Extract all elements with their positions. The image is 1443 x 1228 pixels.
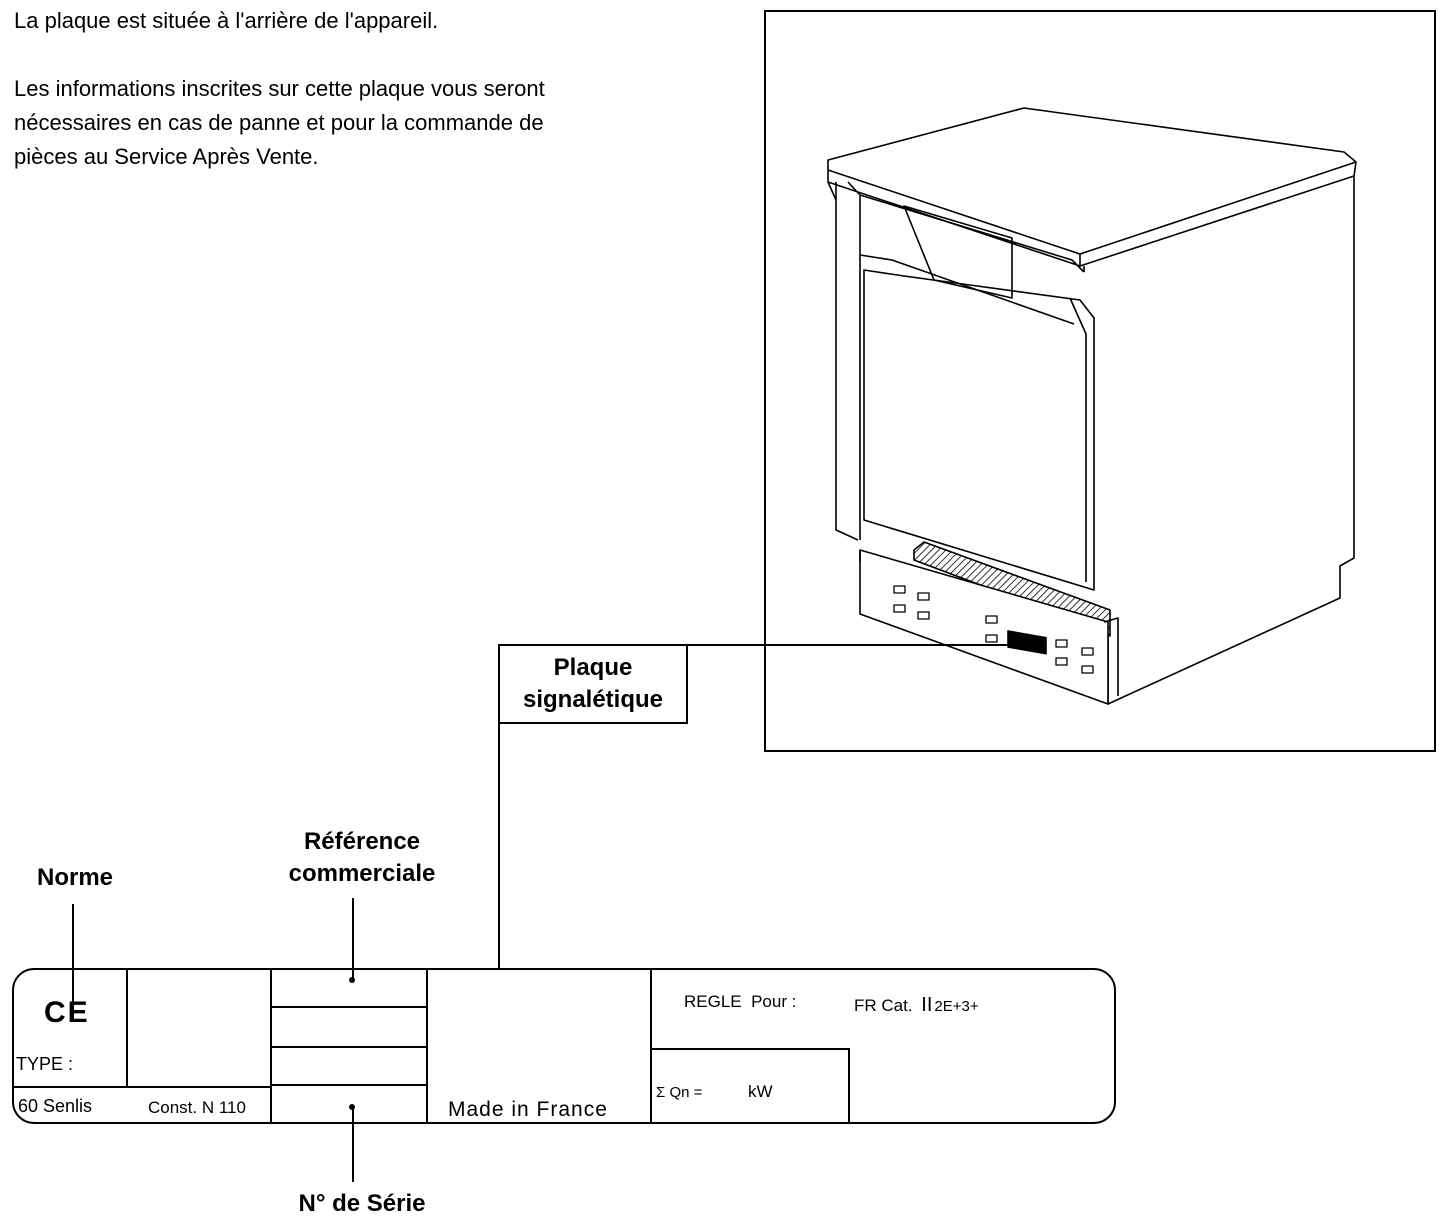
ce-mark: CE bbox=[44, 996, 90, 1029]
intro-paragraph-line: Les informations inscrites sur cette pla… bbox=[14, 76, 545, 101]
plaque-callout-label-line1: Plaque bbox=[553, 654, 633, 681]
plate-divider bbox=[270, 1084, 426, 1086]
serie-leader-dot bbox=[349, 1104, 355, 1110]
reference-leader-line bbox=[352, 898, 354, 980]
reference-leader-dot bbox=[349, 977, 355, 983]
plate-const-number: Const. N 110 bbox=[148, 1098, 246, 1117]
reference-label-line1: Référence bbox=[303, 828, 421, 855]
plate-divider bbox=[848, 1048, 850, 1124]
intro-line-1: La plaque est située à l'arrière de l'ap… bbox=[14, 8, 439, 33]
plate-city: 60 Senlis bbox=[18, 1096, 93, 1116]
appliance-illustration-frame bbox=[764, 10, 1436, 752]
reference-label-line2: commerciale bbox=[288, 860, 436, 887]
reference-commerciale-label: Référence commerciale bbox=[262, 826, 462, 890]
power-symbol: Σ Qn = bbox=[656, 1084, 703, 1101]
fr-cat-gas: 2E+3+ bbox=[934, 998, 979, 1015]
numero-serie-label: N° de Série bbox=[298, 1190, 426, 1217]
dishwasher-illustration bbox=[827, 107, 1357, 705]
rating-plate: CE TYPE : 60 Senlis Const. N 110 Made in… bbox=[12, 968, 1116, 1124]
intro-paragraph-line: pièces au Service Après Vente. bbox=[14, 144, 319, 169]
plaque-leader-line-down bbox=[498, 724, 500, 968]
plate-divider bbox=[426, 968, 428, 1124]
norme-label: Norme bbox=[36, 864, 114, 891]
plaque-callout-label-line2: signalétique bbox=[522, 686, 664, 713]
fr-cat-label: FR Cat. bbox=[854, 996, 913, 1015]
plate-divider bbox=[14, 1086, 270, 1088]
plaque-signaletique-callout: Plaque signalétique bbox=[498, 644, 688, 724]
type-label: TYPE : bbox=[16, 1054, 74, 1074]
intro-paragraph: Les informations inscrites sur cette pla… bbox=[14, 72, 545, 174]
fr-cat-roman: II bbox=[921, 994, 933, 1016]
power-unit: kW bbox=[748, 1082, 773, 1101]
serie-leader-line bbox=[352, 1106, 354, 1182]
plate-divider bbox=[126, 968, 128, 1086]
norme-leader-line bbox=[72, 904, 74, 1014]
plate-divider bbox=[270, 1006, 426, 1008]
plaque-leader-line bbox=[686, 644, 1020, 646]
plate-divider bbox=[650, 968, 652, 1124]
regle-pour-label: REGLE Pour : bbox=[684, 992, 797, 1011]
plate-divider bbox=[650, 1048, 848, 1050]
made-in-france: Made in France bbox=[448, 1098, 608, 1121]
plate-divider bbox=[270, 1046, 426, 1048]
intro-paragraph-line: nécessaires en cas de panne et pour la c… bbox=[14, 110, 544, 135]
